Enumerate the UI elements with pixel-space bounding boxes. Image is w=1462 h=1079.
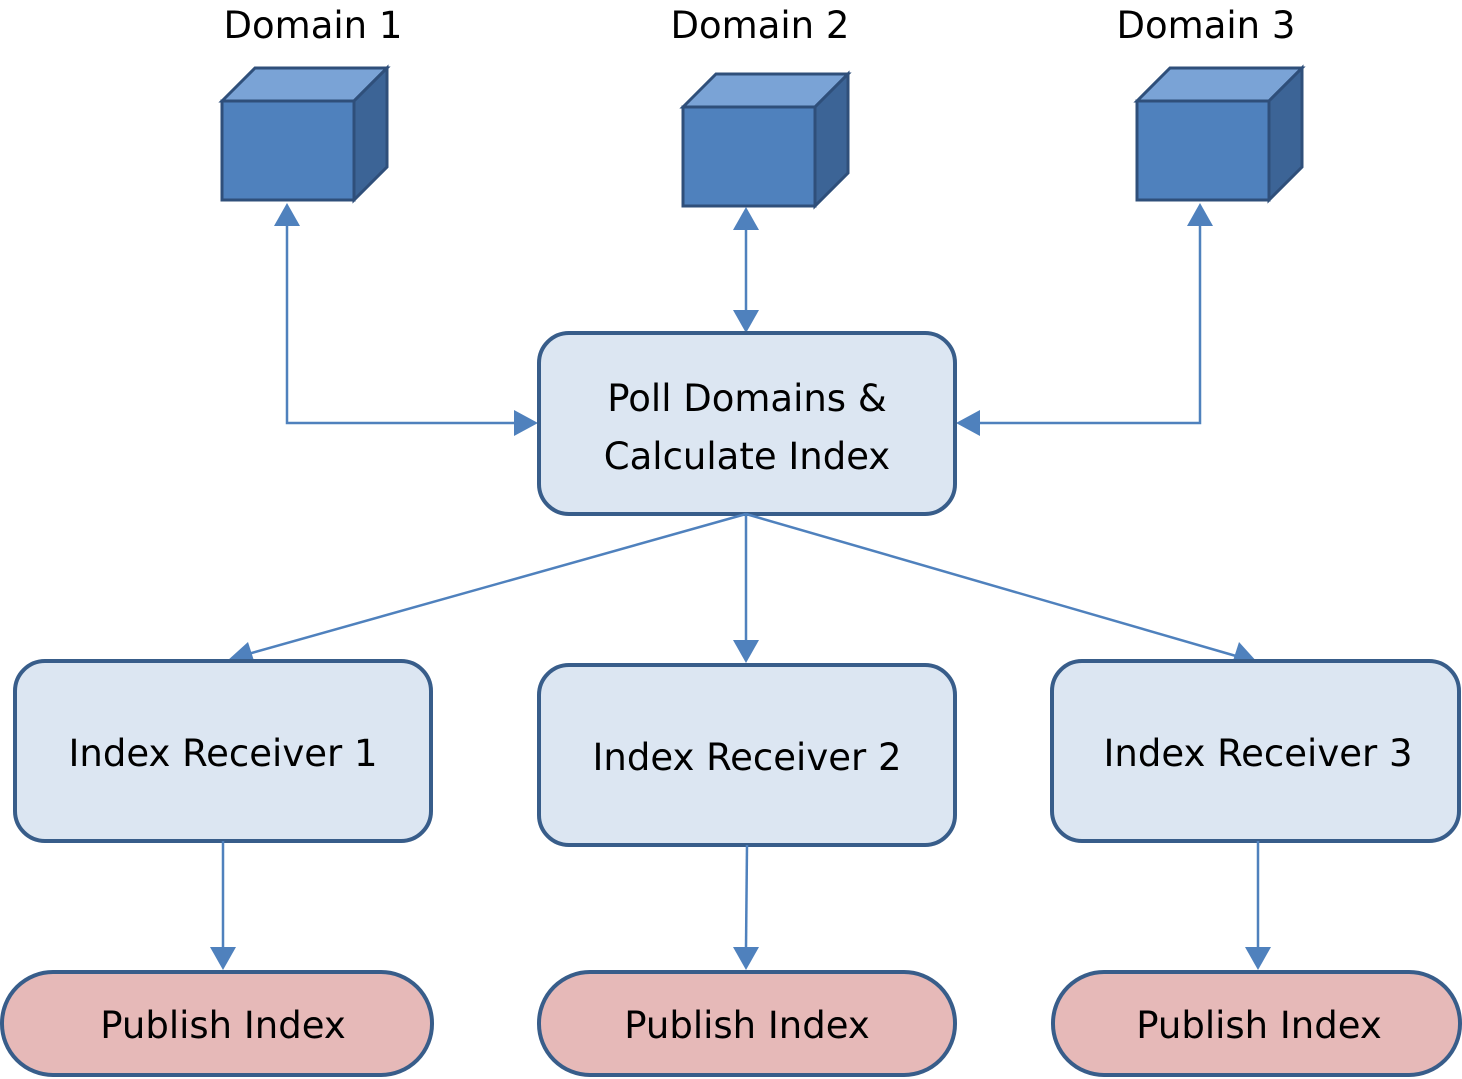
- publish-index-3-box: Publish Index: [1051, 970, 1462, 1077]
- connector-receiver-3-publish: [1245, 841, 1271, 970]
- publish-index-1-box: Publish Index: [0, 970, 434, 1077]
- connector-domain-2-poller: [733, 207, 759, 333]
- index-receiver-1-label: Index Receiver 1: [69, 732, 378, 775]
- connector-poller-receiver-1: [227, 512, 747, 667]
- index-receiver-3-box: Index Receiver 3: [1050, 659, 1461, 843]
- connector-domain-3-poller: [956, 203, 1213, 436]
- poll-domains-line-1: Poll Domains &: [607, 377, 886, 420]
- connector-receiver-2-publish: [733, 844, 759, 970]
- publish-index-3-label: Publish Index: [1136, 1004, 1382, 1047]
- index-receiver-2-label: Index Receiver 2: [593, 736, 902, 779]
- publish-index-1-label: Publish Index: [100, 1004, 346, 1047]
- connector-domain-1-poller: [274, 203, 538, 436]
- domain-3-label: Domain 3: [1117, 4, 1296, 47]
- poll-domains-line-2: Calculate Index: [604, 435, 890, 478]
- domain-1-cube-icon: [218, 64, 391, 204]
- index-receiver-3-label: Index Receiver 3: [1104, 732, 1413, 775]
- connector-receiver-1-publish: [210, 841, 236, 970]
- connector-poller-receiver-3: [745, 512, 1258, 667]
- domain-2-label: Domain 2: [671, 4, 850, 47]
- domain-2-cube-icon: [679, 70, 852, 210]
- publish-index-2-label: Publish Index: [624, 1004, 870, 1047]
- poll-domains-box: Poll Domains & Calculate Index: [537, 331, 957, 516]
- domain-3-cube-icon: [1133, 64, 1306, 204]
- index-receiver-1-box: Index Receiver 1: [13, 659, 433, 843]
- domain-1-label: Domain 1: [224, 4, 403, 47]
- publish-index-2-box: Publish Index: [537, 970, 957, 1077]
- connector-poller-receiver-2: [733, 514, 759, 663]
- index-receiver-2-box: Index Receiver 2: [537, 663, 957, 847]
